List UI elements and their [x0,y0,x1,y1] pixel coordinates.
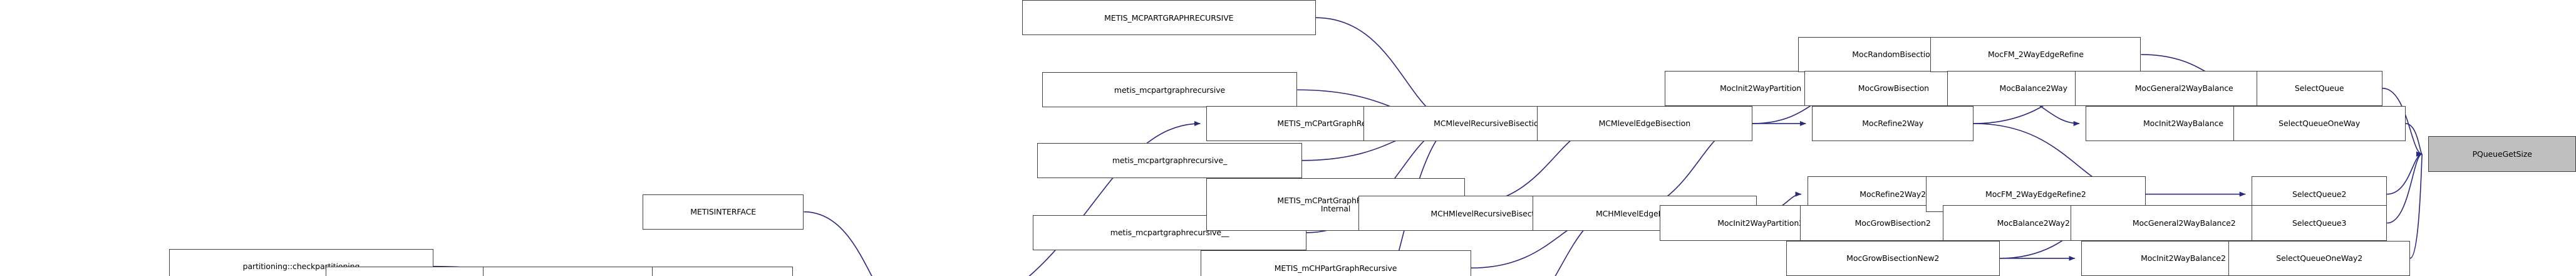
graph-node[interactable]: metis_mcpartgraphrecursive_ [1037,142,1302,178]
graph-node[interactable]: MocFM_2WayEdgeRefine [1930,36,2141,73]
graph-node[interactable]: metis_mcpartgraphrecursive__ [1033,215,1306,251]
graph-edge [2387,151,2423,224]
graph-edge [804,211,872,276]
graph-node[interactable]: SelectQueue [2256,70,2382,106]
graph-node[interactable]: SelectQueueOneWay [2233,105,2406,142]
graph-node[interactable]: partitioning::checkpartitioning [168,248,434,276]
graph-node[interactable]: SelectQueue3 [2252,205,2387,241]
graph-edge [2387,151,2423,195]
graph-node[interactable]: METIS_MCPARTGRAPHRECURSIVE [1022,0,1316,36]
graph-node[interactable]: PQueueGetSize [2428,136,2576,172]
graph-node[interactable]: MocGrowBisectionNew2 [1786,240,2000,276]
graph-node[interactable]: metisinterface [651,266,794,276]
graph-node[interactable]: MocRefine2Way [1812,105,1973,142]
graph-edge [2405,123,2423,157]
graph-edge [2409,152,2423,259]
graph-node[interactable]: SelectQueueOneWay2 [2228,240,2410,276]
graph-node[interactable]: METISINTERFACE [642,194,804,230]
graph-node[interactable]: metis_mcpartgraphrecursive [1042,72,1298,108]
graph-node[interactable]: METIS_mCHPartGraphRecursive [1200,250,1471,276]
graph-node[interactable]: MCMlevelEdgeBisection [1537,105,1752,142]
